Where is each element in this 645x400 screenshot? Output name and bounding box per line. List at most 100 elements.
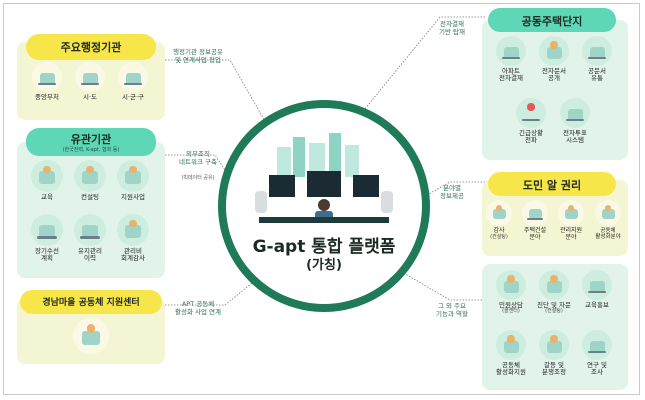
right-to-know-title: 도민 알 권리: [522, 179, 582, 192]
item-long-term-repair: 장기수선 계획: [24, 214, 70, 263]
item-label: 시·군·구: [121, 93, 145, 101]
related-agencies-subtitle: (한국전력, K-apt, 협회 등): [62, 147, 120, 153]
community-support-icon: [496, 330, 526, 360]
document-icon: [74, 214, 106, 246]
item-housing-construction: 주택건설 분야: [517, 200, 553, 242]
connector-label-right2: 분야별 정보제공: [440, 184, 464, 201]
item-label: 중앙부처: [35, 93, 59, 101]
item-label: 갈등 및 분쟁조정: [542, 361, 566, 377]
item-label: 시·도: [82, 93, 98, 101]
item-label: 장기수선 계획: [35, 247, 59, 263]
item-label: 유지관리 이력: [78, 247, 102, 263]
item-label: 공문서 유통: [588, 67, 606, 83]
connector-label-right1: 전자결재 기반 탑재: [439, 20, 465, 37]
official-document-icon: [582, 36, 612, 66]
header-related-agencies: 유관기관 (한국전력, K-apt, 협회 등): [26, 128, 156, 156]
management-icon: [558, 200, 584, 226]
item-management-support: 관리지원 분야: [553, 200, 589, 242]
item-diagnosis-advice: 진단 및 자문 (컨설팅): [531, 270, 577, 315]
apartment-complex-title: 공동주택단지: [521, 15, 583, 28]
item-label: 컨설팅: [81, 193, 99, 201]
item-education-promotion: 교육홍보: [574, 270, 620, 309]
item-label: 아파트 전자결재: [499, 67, 523, 83]
monitor-left-icon: [269, 175, 295, 197]
item-city-county: 시·군·구: [110, 62, 156, 101]
robot-left-icon: [255, 191, 267, 213]
community-meeting-illustration: [68, 318, 114, 354]
item-sublabel: (콜센터): [502, 308, 520, 315]
item-e-document-disclosure: 전자문서 공개: [531, 36, 577, 83]
item-e-voting: 전자투표 시스템: [552, 98, 598, 145]
item-conflict-mediation: 갈등 및 분쟁조정: [531, 330, 577, 377]
connector-line-left3: [165, 274, 263, 306]
center-title: G-apt 통합 플랫폼: [252, 237, 396, 257]
community-center-title: 경남마을 공동체 지원센터: [42, 298, 140, 308]
community-icon: [595, 200, 621, 226]
monitor-right-icon: [353, 175, 379, 197]
connector-left2-text: 외부조직 네트워크 구축: [179, 150, 217, 167]
item-label: 관리지원 분야: [559, 227, 583, 241]
item-label: 주택건설 분야: [523, 227, 547, 241]
item-emergency-broadcast: 긴급상황 전파: [508, 98, 554, 145]
connector-label-left3: APT 공동체 활성화 사업 연계: [175, 300, 221, 317]
item-community-support: 공동체 활성화지원: [488, 330, 534, 377]
item-label: 진단 및 자문: [536, 301, 572, 309]
item-label: 교육홍보: [585, 301, 609, 309]
connector-label-left2: 외부조직 네트워크 구축 (빅데이터 공유): [166, 142, 230, 189]
platform-illustration: [255, 133, 393, 223]
education-icon: [31, 160, 63, 192]
city-buildings-icon: [277, 133, 359, 177]
related-agencies-title: 유관기관: [70, 133, 112, 146]
consulting-icon: [74, 160, 106, 192]
admin-agencies-title: 주요행정기관: [60, 41, 122, 54]
item-sublabel: (컨설팅): [545, 308, 563, 315]
item-research: 연구 및 조사: [574, 330, 620, 377]
audit-icon: [117, 214, 149, 246]
item-label: 민원상담: [499, 301, 523, 309]
e-document-icon: [539, 36, 569, 66]
diagnosis-icon: [539, 270, 569, 300]
building-icon: [118, 62, 148, 92]
siren-icon: [516, 98, 546, 128]
item-label: 교육: [41, 193, 53, 201]
research-icon: [582, 330, 612, 360]
header-apartment-complex: 공동주택단지: [488, 8, 616, 32]
item-label: 관리비 회계감사: [121, 247, 145, 263]
item-label: 공동체 활성화지원: [496, 361, 526, 377]
connector-left2-subtext: (빅데이터 공유): [181, 174, 215, 181]
item-sublabel: (컨설팅): [490, 233, 508, 240]
item-consulting: 컨설팅: [67, 160, 113, 201]
item-support-program: 지원사업: [110, 160, 156, 201]
building-icon: [32, 62, 62, 92]
e-approval-icon: [496, 36, 526, 66]
community-meeting-icon: [73, 318, 109, 354]
item-central-ministry: 중앙부처: [24, 62, 70, 101]
item-label: 감사: [493, 227, 505, 234]
robot-right-icon: [381, 191, 393, 213]
item-label: 공동체 활성화분야: [595, 228, 621, 241]
item-label: 전자문서 공개: [542, 67, 566, 83]
connector-line-right1: [359, 16, 485, 116]
connector-line-left1: [165, 59, 271, 131]
operator-head-icon: [318, 199, 330, 211]
item-province: 시·도: [67, 62, 113, 101]
audit-icon: [486, 200, 512, 226]
promotion-icon: [582, 270, 612, 300]
construction-icon: [522, 200, 548, 226]
support-icon: [117, 160, 149, 192]
item-complaint-consultation: 민원상담 (콜센터): [488, 270, 534, 315]
connector-label-right3: 그 외 주요 기능과 역할: [436, 302, 468, 319]
connector-label-left1: 행정기관 정보공유 및 연계사업 협업: [173, 48, 223, 65]
item-community-activation: 공동체 활성화분야: [589, 200, 627, 241]
header-community-center: 경남마을 공동체 지원센터: [20, 290, 162, 314]
building-icon: [75, 62, 105, 92]
mediation-icon: [539, 330, 569, 360]
item-label: 지원사업: [121, 193, 145, 201]
item-official-document: 공문서 유통: [574, 36, 620, 83]
header-right-to-know: 도민 알 권리: [488, 172, 616, 196]
calculator-icon: [31, 214, 63, 246]
item-audit: 감사 (컨설팅): [481, 200, 517, 240]
item-maintenance-history: 유지관리 이력: [67, 214, 113, 263]
item-label: 연구 및 조사: [586, 361, 607, 377]
